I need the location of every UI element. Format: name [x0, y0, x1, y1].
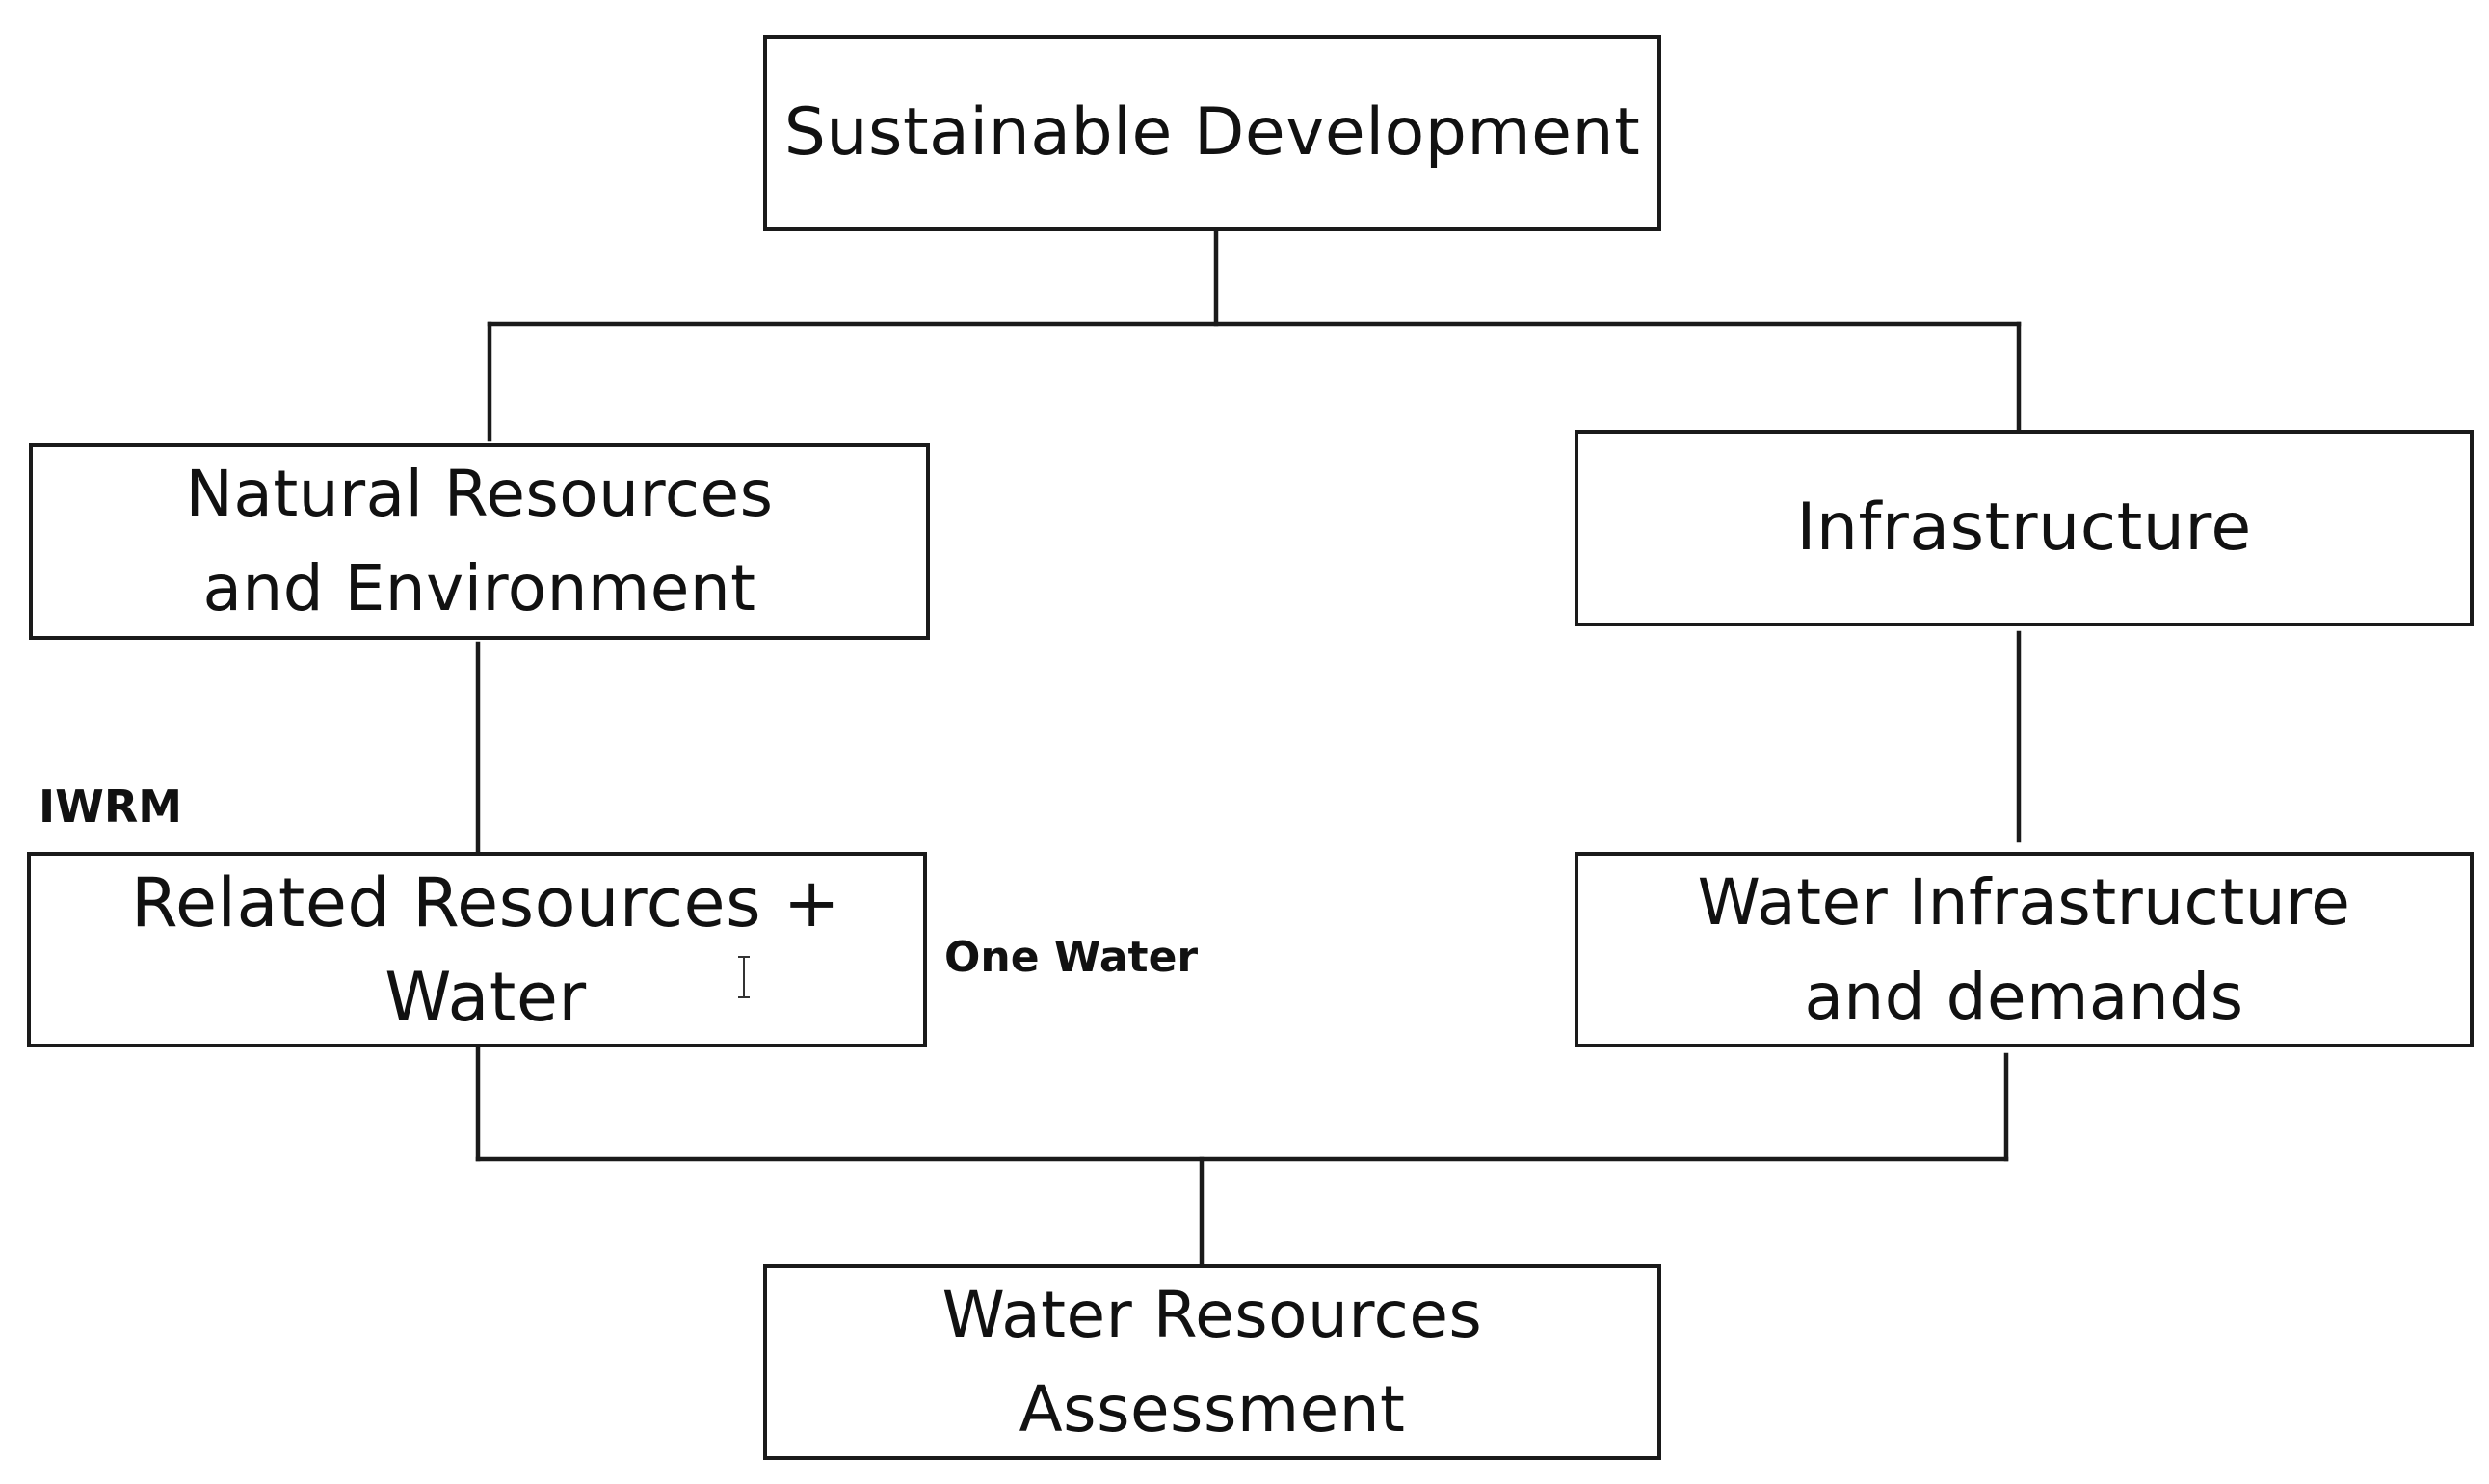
node-water-infrastructure-label: Water Infrastructure and demands [1697, 864, 2351, 1034]
node-related-resources-water-label: Related Resources + Water [131, 862, 840, 1037]
node-water-infrastructure: Water Infrastructure and demands [1575, 852, 2474, 1047]
node-water-resources-assessment: Water Resources Assessment [763, 1264, 1661, 1460]
node-infrastructure-label: Infrastructure [1796, 490, 2252, 566]
text-cursor-icon [738, 956, 750, 998]
node-natural-resources: Natural Resources and Environment [29, 443, 930, 640]
node-natural-resources-label: Natural Resources and Environment [185, 457, 774, 625]
annotation-one-water: One Water [944, 933, 1199, 982]
node-sustainable-development: Sustainable Development [763, 35, 1661, 231]
node-related-resources-water: Related Resources + Water [27, 852, 927, 1047]
annotation-iwrm: IWRM [39, 781, 183, 833]
node-infrastructure: Infrastructure [1575, 430, 2474, 626]
node-water-resources-assessment-label: Water Resources Assessment [941, 1277, 1483, 1446]
node-sustainable-development-label: Sustainable Development [783, 94, 1641, 171]
